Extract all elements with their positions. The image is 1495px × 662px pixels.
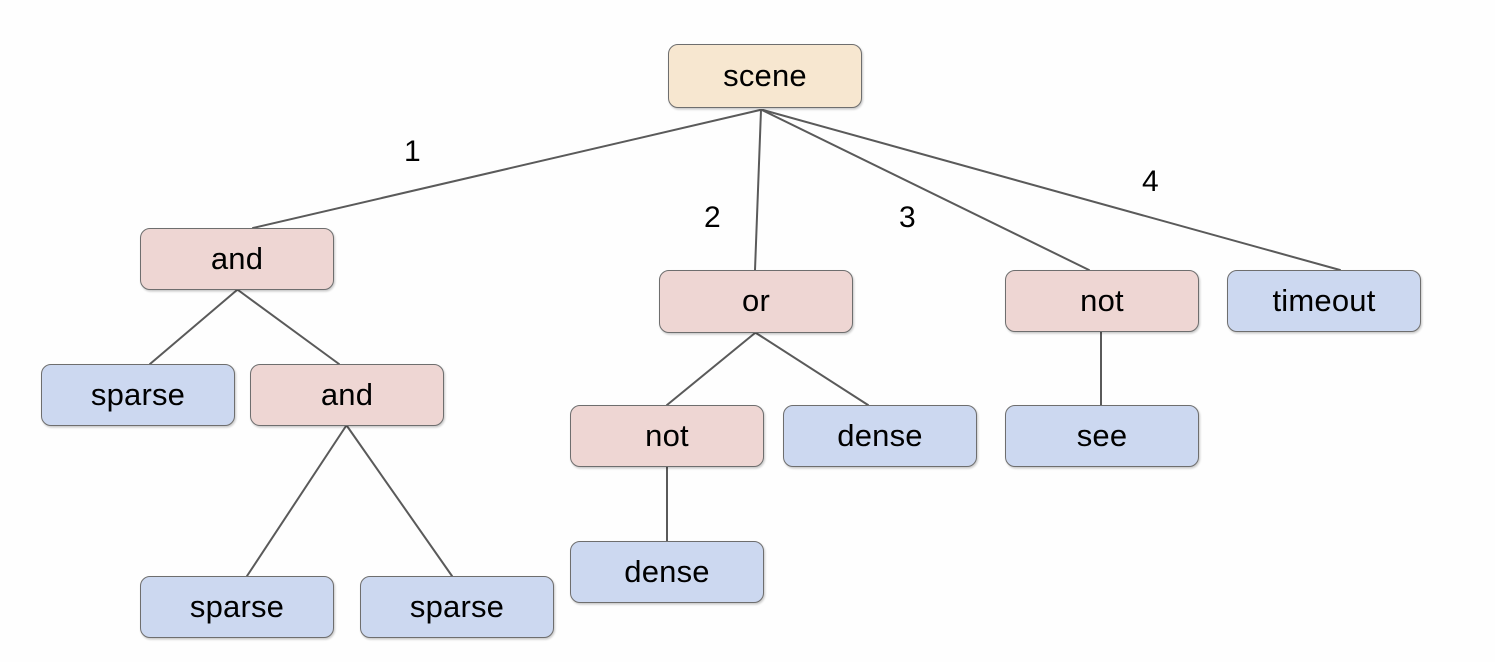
tree-edge <box>754 109 762 271</box>
tree-edge <box>149 289 238 365</box>
edge-label: 4 <box>1142 165 1159 198</box>
tree-node-and2[interactable]: and <box>250 364 444 426</box>
edge-label: 3 <box>899 201 916 234</box>
tree-edge <box>237 289 340 365</box>
tree-edge <box>246 425 347 577</box>
tree-node-label: dense <box>624 553 710 589</box>
tree-node-sparse2[interactable]: sparse <box>140 576 334 638</box>
edge-label: 2 <box>704 201 721 234</box>
tree-node-dense2[interactable]: dense <box>570 541 764 603</box>
tree-node-label: not <box>645 417 689 453</box>
tree-node-timeout[interactable]: timeout <box>1227 270 1421 332</box>
tree-edge <box>762 109 1341 271</box>
edge-label: 1 <box>404 135 421 168</box>
tree-node-label: sparse <box>90 376 186 412</box>
tree-node-label: sparse <box>189 588 285 624</box>
tree-node-sparse3[interactable]: sparse <box>360 576 554 638</box>
tree-node-label: and <box>210 240 264 276</box>
tree-edge <box>252 109 761 229</box>
tree-node-label: and <box>320 376 374 412</box>
tree-node-scene[interactable]: scene <box>668 44 862 108</box>
tree-edge <box>666 332 756 406</box>
tree-node-label: or <box>742 283 770 318</box>
tree-node-label: see <box>1076 417 1128 453</box>
tree-node-label: timeout <box>1272 282 1376 318</box>
tree-edge <box>755 332 869 406</box>
tree-node-label: dense <box>837 417 923 453</box>
tree-node-and1[interactable]: and <box>140 228 334 290</box>
tree-node-or1[interactable]: or <box>659 270 853 333</box>
tree-edge <box>346 425 453 577</box>
tree-node-not2[interactable]: not <box>570 405 764 467</box>
tree-edge <box>761 109 1090 271</box>
tree-node-label: sparse <box>409 588 505 624</box>
tree-node-see[interactable]: see <box>1005 405 1199 467</box>
tree-node-label: not <box>1080 282 1124 318</box>
tree-node-label: scene <box>723 57 807 93</box>
tree-node-dense1[interactable]: dense <box>783 405 977 467</box>
tree-node-not1[interactable]: not <box>1005 270 1199 332</box>
tree-node-sparse1[interactable]: sparse <box>41 364 235 426</box>
